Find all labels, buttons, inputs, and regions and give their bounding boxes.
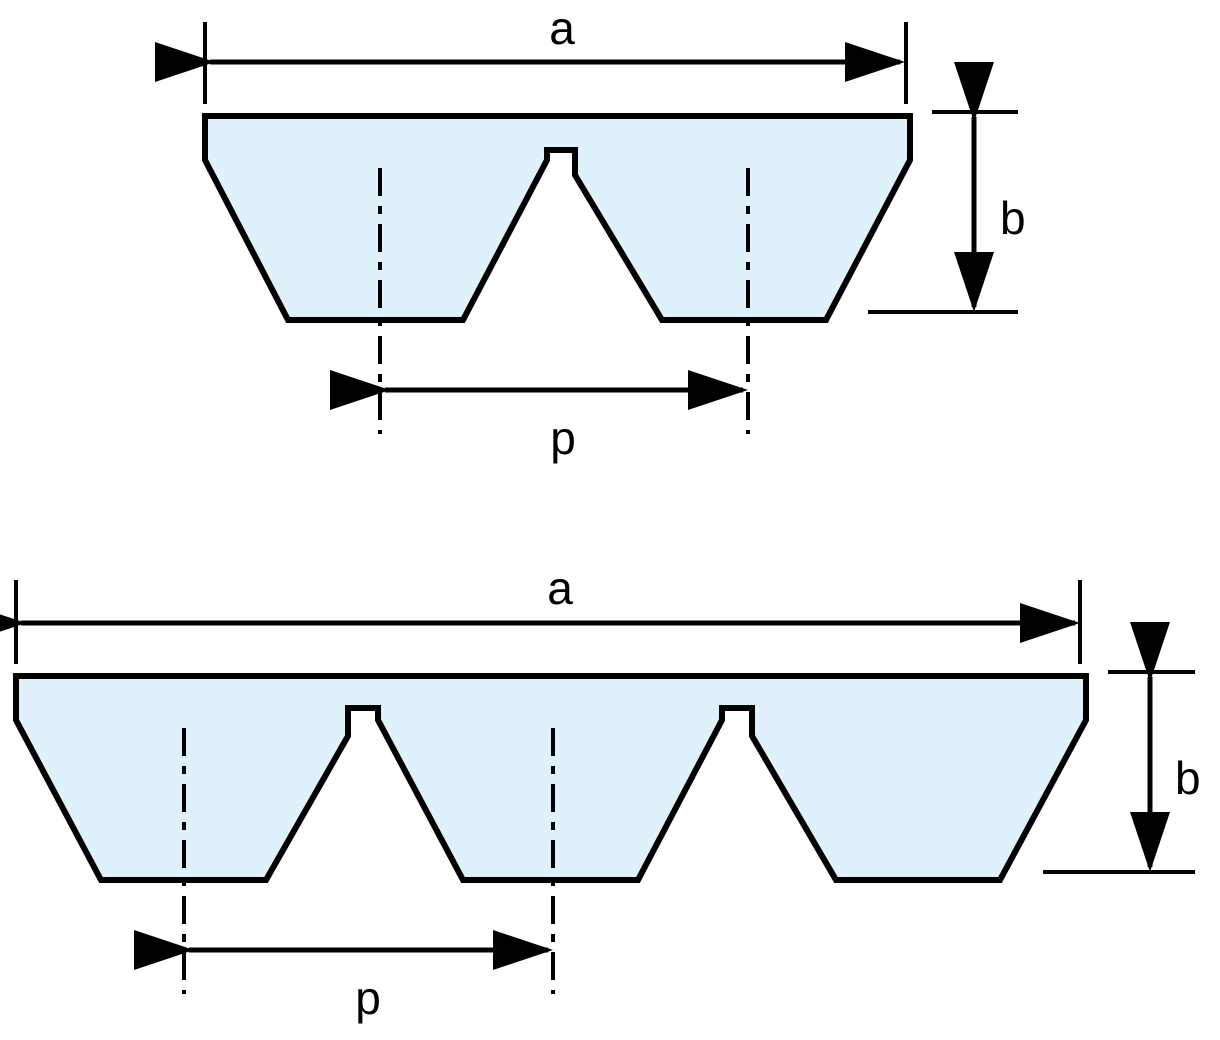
two-rib-belt-diagram: a b p [155, 2, 1026, 464]
bottom-height-label: b [1175, 752, 1201, 804]
three-rib-belt-profile [13, 673, 1089, 883]
top-width-label: a [549, 2, 575, 54]
top-height-label: b [1000, 192, 1026, 244]
three-rib-belt-diagram: a b p [0, 562, 1201, 1024]
bottom-width-label: a [547, 562, 573, 614]
two-rib-belt-profile [202, 113, 913, 323]
bottom-pitch-label: p [355, 972, 381, 1024]
top-pitch-label: p [550, 412, 576, 464]
